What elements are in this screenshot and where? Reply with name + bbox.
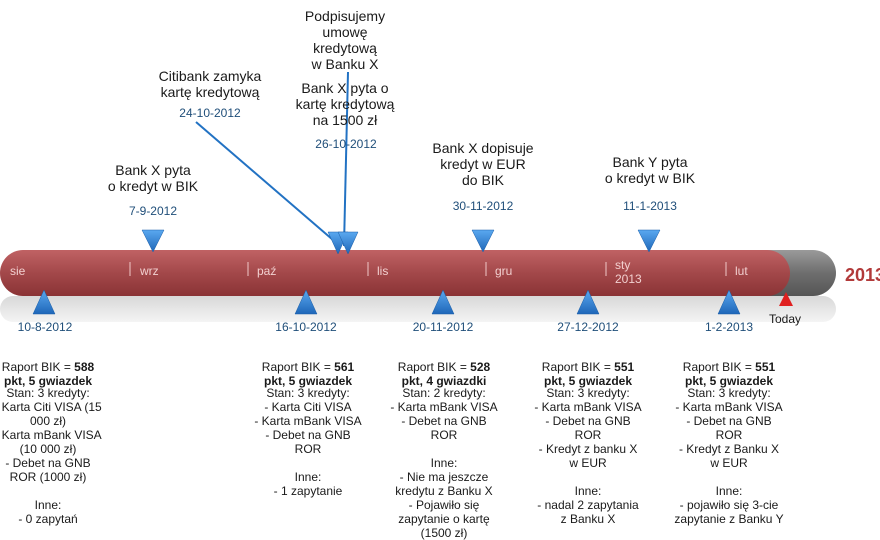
marker-up xyxy=(576,289,600,315)
top-markers xyxy=(141,229,661,255)
event-date: 30-11-2012 xyxy=(452,199,514,213)
marker-down xyxy=(471,229,495,253)
month-label: lis xyxy=(377,264,389,278)
today-marker xyxy=(779,292,793,306)
report-score: 588 xyxy=(74,360,95,374)
report-stars: pkt, 5 gwiazdek xyxy=(543,374,633,388)
marker-up xyxy=(294,289,318,315)
event-title: Citibank zamyka kartę kredytową xyxy=(158,68,262,100)
year-label: 2013 xyxy=(845,265,880,285)
month-label: sie xyxy=(10,264,26,278)
report-stars: pkt, 5 gwiazdek xyxy=(684,374,774,388)
report-head: Raport BIK = xyxy=(682,360,756,374)
timeline-bar xyxy=(0,250,790,296)
bottom-markers xyxy=(32,289,741,315)
month-separators xyxy=(129,262,727,276)
report-date: 20-11-2012 xyxy=(412,320,474,334)
event-date: 26-10-2012 xyxy=(315,137,377,151)
report-details: Stan: 3 kredyty: - Karta Citi VISA (15 0… xyxy=(1,386,102,526)
report-date: 10-8-2012 xyxy=(17,320,73,334)
today-label: Today xyxy=(769,312,802,326)
event-title: Bank X dopisuje kredyt w EUR do BIK xyxy=(432,140,534,188)
report-stars: pkt, 5 gwiazdek xyxy=(263,374,353,388)
report-details: Stan: 3 kredyty: - Karta Citi VISA - Kar… xyxy=(254,386,362,498)
event-title: Bank X pyta o kredyt w BIK xyxy=(107,162,199,194)
event-title: Bank X pyta o kartę kredytową na 1500 zł xyxy=(295,80,395,128)
event-title: Podpisujemy umowę kredytową w Banku X xyxy=(304,8,386,72)
month-label: paź xyxy=(257,264,277,278)
month-label: lut xyxy=(735,264,748,278)
event-date: 11-1-2013 xyxy=(623,199,677,213)
marker-up xyxy=(32,289,56,315)
marker-up xyxy=(431,289,455,315)
event-date: 7-9-2012 xyxy=(128,204,178,218)
event-title: Bank Y pyta o kredyt w BIK xyxy=(604,154,696,186)
callout-line-umowa xyxy=(343,71,349,247)
report-date: 16-10-2012 xyxy=(275,320,337,334)
marker-up xyxy=(717,289,741,315)
event-date: 24-10-2012 xyxy=(179,106,241,120)
report-score: 551 xyxy=(755,360,776,374)
report-stars: pkt, 5 gwiazdek xyxy=(3,374,93,388)
report-head: Raport BIK = xyxy=(261,360,335,374)
report-score: 561 xyxy=(334,360,355,374)
marker-down xyxy=(141,229,165,253)
report-head: Raport BIK = xyxy=(397,360,471,374)
report-head: Raport BIK = xyxy=(541,360,615,374)
report-score: 551 xyxy=(614,360,635,374)
report-details: Stan: 3 kredyty: - Karta mBank VISA - De… xyxy=(674,386,784,526)
report-head: Raport BIK = xyxy=(1,360,75,374)
report-score: 528 xyxy=(470,360,491,374)
report-details: Stan: 2 kredyty: - Karta mBank VISA - De… xyxy=(390,386,498,540)
marker-down xyxy=(337,231,359,255)
timeline-base xyxy=(0,296,836,322)
report-details: Stan: 3 kredyty: - Karta mBank VISA - De… xyxy=(534,386,642,526)
callout-line-citibank xyxy=(195,121,341,247)
month-label: gru xyxy=(495,264,513,278)
month-label: sty 2013 xyxy=(615,258,642,286)
marker-down xyxy=(637,229,661,253)
report-stars: pkt, 4 gwiazdki xyxy=(401,374,487,388)
month-label: wrz xyxy=(140,264,159,278)
report-date: 1-2-2013 xyxy=(704,320,754,334)
report-date: 27-12-2012 xyxy=(557,320,619,334)
